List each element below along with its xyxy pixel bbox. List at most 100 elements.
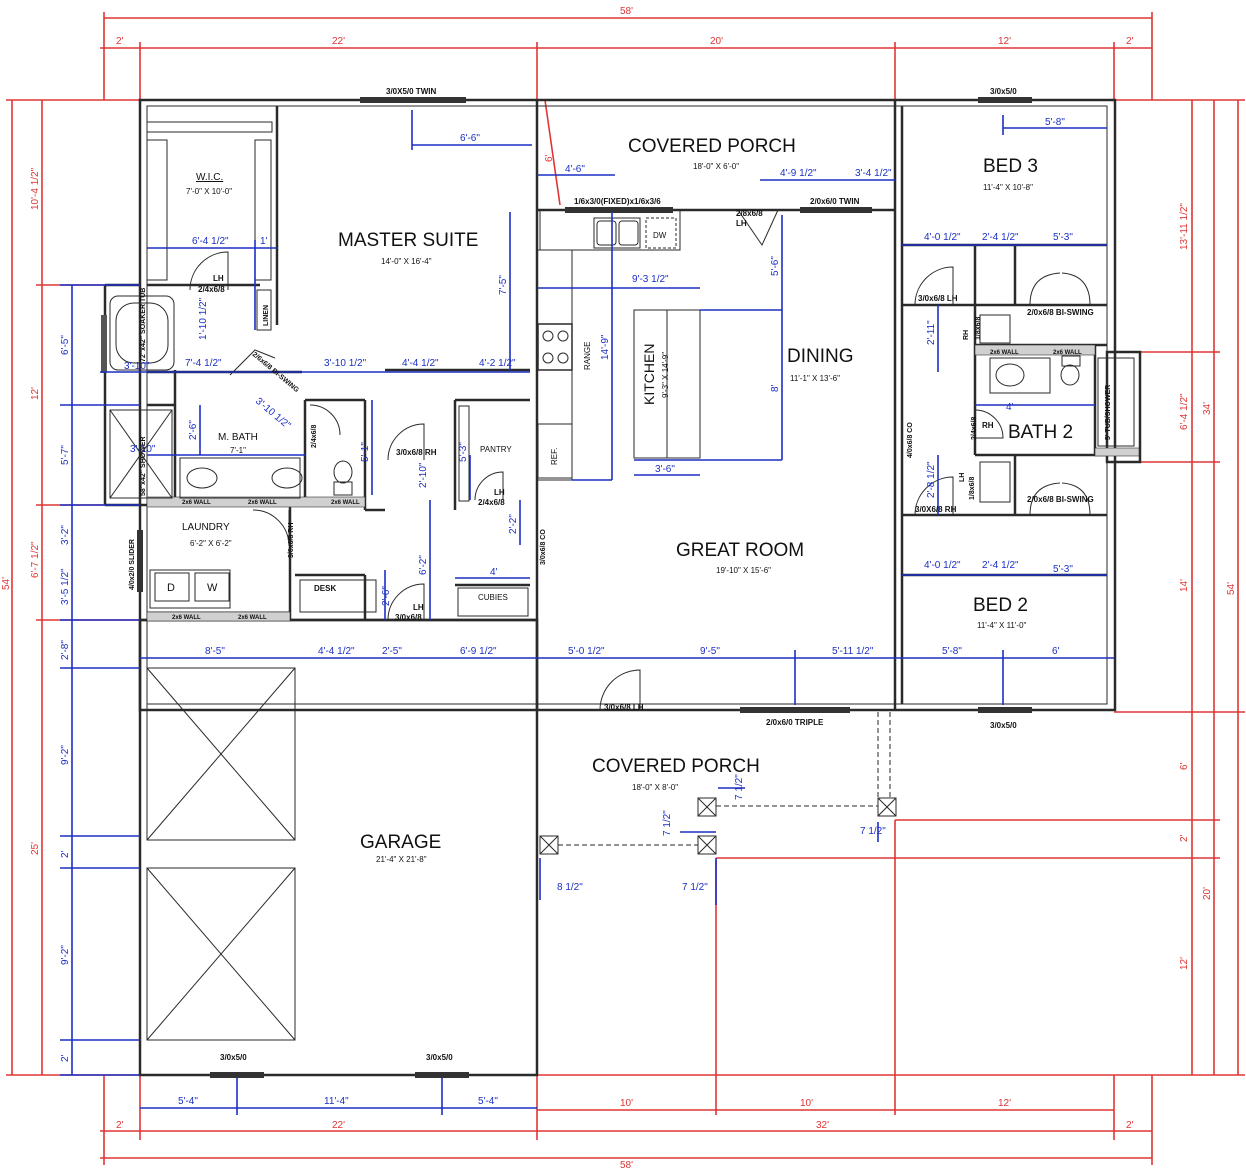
dim-top-seg-5: 2' (1126, 36, 1134, 47)
dim-right-2: 6'-4 1/2" (1179, 393, 1190, 430)
dim-2-11: 2'-11" (926, 320, 937, 345)
label-slider: 4/0x2/0 SLIDER (129, 539, 136, 590)
dim-right-3: 34' (1202, 402, 1213, 415)
label-door-porch: 2/8x6/8 (736, 209, 763, 218)
label-window-bed3: 3/0x5/0 (990, 87, 1017, 96)
dim-garage-1: 5'-4" (178, 1096, 198, 1107)
dim-6-9: 6'-9 1/2" (460, 646, 497, 657)
dim-left-in-7: 2' (60, 850, 71, 858)
label-wall-5: 2x6 WALL (238, 615, 267, 621)
dim-left-in-5: 2'-8" (60, 640, 71, 660)
dim-7-1a: 7 1/2" (734, 774, 745, 800)
dim-right-in-4: 12' (1179, 957, 1190, 970)
red-dimensions (6, 12, 1245, 1165)
label-shower: 58"x42" SHOWER (140, 436, 147, 496)
dim-left-4: 25' (30, 842, 41, 855)
dim-top-seg-4: 12' (998, 36, 1011, 47)
dim-5-11: 5'-11 1/2" (832, 646, 874, 657)
label-door-306: 3/0x6/8 RH (396, 448, 437, 457)
dim-6: 6' (544, 154, 555, 162)
dim-5-8b: 5'-8" (942, 646, 962, 657)
label-co-308: 3/0x6/8 CO (540, 529, 547, 565)
dim-9-3: 9'-3 1/2" (632, 274, 669, 285)
label-co-406: 4/0x6/8 CO (907, 422, 914, 458)
dim-7-1d: 7 1/2" (682, 882, 708, 893)
dim-3-10b: 3'-10 1/2" (324, 358, 367, 369)
dim-right-overall: 54' (1226, 582, 1237, 595)
label-bed3-door: 3/0x6/8 LH (918, 294, 958, 303)
laundry-size: 6'-2" X 6'-2" (190, 539, 232, 548)
wic-title: W.I.C. (196, 172, 223, 183)
dim-4b: 4' (1006, 402, 1014, 413)
label-linen-door-lh: LH (959, 473, 966, 482)
dim-2-5: 2'-5" (382, 646, 402, 657)
dim-4-0a: 4'-0 1/2" (924, 232, 961, 243)
blue-dimensions (60, 110, 1114, 1115)
dim-3-10d: 3'-10" (130, 444, 156, 455)
dim-3-4: 3'-4 1/2" (855, 168, 892, 179)
dim-left-in-8: 9'-2" (60, 945, 71, 965)
kitchen-size: 9'-3" X 14'-9" (661, 352, 670, 398)
label-bed2-door: 3/0X6/8 RH (915, 505, 957, 514)
dim-left-in-1: 6'-5" (60, 335, 71, 355)
label-wic-door: 2/4x6/8 (198, 285, 225, 294)
dim-right-in-3: 2' (1179, 834, 1190, 842)
dim-6-6: 6'-6" (460, 133, 480, 144)
dim-4: 4' (490, 567, 498, 578)
covered-porch-bottom-title: COVERED PORCH (592, 756, 760, 777)
mbath-size: 7'-1" (230, 446, 246, 455)
covered-porch-bottom-size: 18'-0" X 8'-0" (632, 783, 678, 792)
dim-left-in-3: 3'-2" (60, 525, 71, 545)
dim-left-1: 10'-4 1/2" (30, 167, 41, 210)
bed3-size: 11'-4" X 10'-8" (983, 183, 1033, 192)
dim-5-3a: 5'-3" (1053, 232, 1073, 243)
label-laundry-door: 3/0x6/8 RH (288, 523, 295, 558)
covered-porch-top-title: COVERED PORCH (628, 136, 796, 157)
label-front-door: 3/0x6/8 LH (604, 703, 644, 712)
dim-7-1c: 7 1/2" (860, 826, 886, 837)
bath2-title: BATH 2 (1008, 422, 1073, 443)
dim-right-in-1: 14' (1179, 579, 1190, 592)
master-suite-size: 14'-0" X 16'-4" (381, 257, 432, 266)
label-washer: W (207, 582, 218, 594)
label-window-bed2: 3/0x5/0 (990, 721, 1017, 730)
dim-right-in-2: 6' (1179, 762, 1190, 770)
dim-1: 1' (260, 236, 268, 247)
dim-9-5: 9'-5" (700, 646, 720, 657)
dim-1-10: 1'-10 1/2" (198, 297, 209, 340)
dim-5-3: 5'-3" (458, 442, 469, 462)
dim-2-10: 2'-10" (418, 462, 429, 488)
dim-5-1: 5'-1" (360, 442, 371, 462)
label-door-porch-lh: LH (736, 219, 747, 228)
label-wall-4: 2x6 WALL (172, 615, 201, 621)
kitchen-title: KITCHEN (641, 344, 657, 405)
label-wall-7: 2x6 WALL (1053, 350, 1082, 356)
dim-left-2: 12' (30, 387, 41, 400)
label-pantry-lh: LH (494, 488, 505, 497)
dim-4-4b: 4'-4 1/2" (318, 646, 355, 657)
mbath-title: M. BATH (218, 432, 258, 443)
label-door-306-lh2: LH (413, 603, 424, 612)
label-sink-window: 1/6x3/0(FIXED)x1/6x3/6 (574, 197, 661, 206)
garage-size: 21'-4" X 21'-8" (376, 855, 427, 864)
label-wic-lh: LH (213, 274, 224, 283)
dim-6-4: 6'-4 1/2" (192, 236, 229, 247)
dim-bottom-inner-1: 10' (620, 1098, 633, 1109)
label-pantry: PANTRY (480, 445, 512, 454)
dim-left-in-9: 2' (60, 1054, 71, 1062)
dim-2-6b: 2'-6" (381, 586, 392, 606)
dim-8-1: 8 1/2" (557, 882, 583, 893)
dim-7-4: 7'-4 1/2" (185, 358, 222, 369)
dim-left-3: 6'-7 1/2" (30, 541, 41, 578)
dim-5-3b: 5'-3" (1053, 564, 1073, 575)
dim-5-8a: 5'-8" (1045, 117, 1065, 128)
bed3-title: BED 3 (983, 156, 1038, 177)
dim-bottom-seg-1: 2' (116, 1120, 124, 1131)
label-linen: LINEN (263, 305, 270, 326)
dim-garage-3: 5'-4" (478, 1096, 498, 1107)
label-garage-window-r: 3/0x5/0 (426, 1053, 453, 1062)
label-dw: DW (653, 231, 667, 240)
dim-6-2: 6'-2" (418, 555, 429, 575)
dim-bottom-seg-2: 22' (332, 1120, 345, 1131)
